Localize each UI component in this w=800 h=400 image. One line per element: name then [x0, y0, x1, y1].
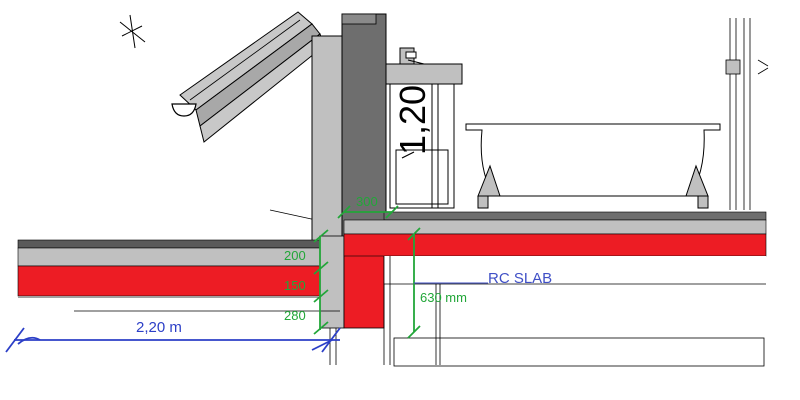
right-slab — [343, 211, 767, 285]
dimension-220 — [5, 327, 341, 353]
left-slab — [17, 239, 345, 304]
right-wall — [725, 18, 769, 210]
dim-220: 2,20 m — [136, 319, 182, 336]
washbasin — [385, 47, 463, 209]
wall-outer — [311, 35, 343, 243]
dimension-chain-left — [313, 229, 329, 335]
wall-cap — [341, 13, 377, 25]
gutter-icon — [171, 103, 197, 117]
dim-200: 200 — [284, 248, 306, 263]
dim-300: 300 — [356, 194, 378, 209]
lower-lines — [74, 256, 765, 367]
dim-630: 630 mm — [420, 290, 467, 305]
dim-280: 280 — [284, 308, 306, 323]
roof-element — [179, 11, 325, 143]
rc-slab-label: RC SLAB — [488, 270, 552, 287]
dimension-tick — [401, 151, 415, 159]
axis-mark-icon — [119, 14, 146, 49]
bathtub — [465, 123, 721, 209]
guide-line — [269, 209, 317, 221]
dim-150: 150 — [284, 278, 306, 293]
dimension-300 — [337, 205, 399, 219]
height-dimension-label: 1,20 — [392, 85, 433, 155]
wall-core — [341, 13, 387, 243]
